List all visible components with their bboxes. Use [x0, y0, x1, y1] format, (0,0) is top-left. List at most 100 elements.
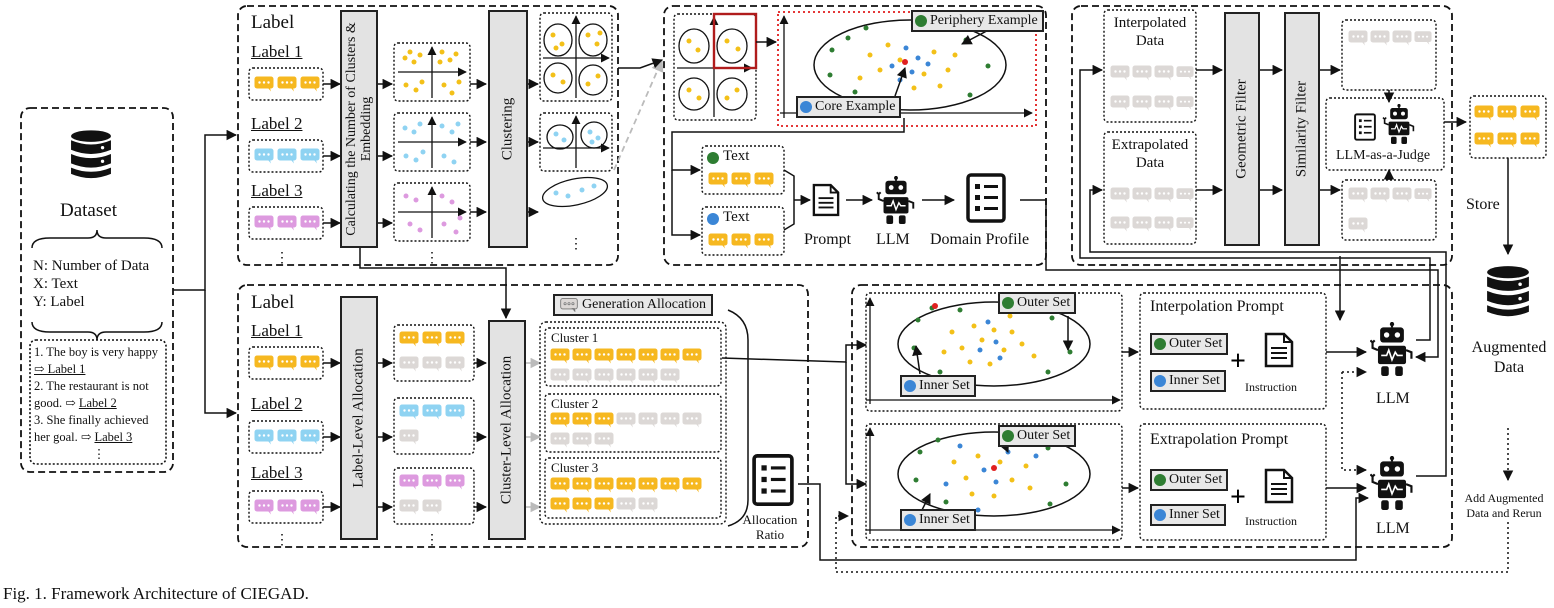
label-level-allocation-label: Label-Level Allocation — [350, 348, 367, 488]
checklist-icon — [752, 453, 794, 507]
green-dot-icon — [1154, 338, 1166, 350]
dataset-n-line: N: Number of Data — [33, 258, 150, 274]
core-example-tag: Core Example — [796, 96, 902, 118]
green-dot-icon — [1002, 297, 1014, 309]
extrapolation-ellipse — [897, 431, 1091, 517]
blue-dot-icon — [904, 514, 916, 526]
extrapolated-data-label: Extrapolated Data — [1111, 137, 1189, 171]
generation-allocation-label: Generation Allocation — [582, 297, 707, 312]
cluster-label-3: Label 3 — [251, 181, 303, 200]
dataset-brace-bottom — [31, 321, 163, 341]
blue-dot-icon — [904, 380, 916, 392]
database-icon — [71, 130, 111, 179]
geometric-filter-bar: Geometric Filter — [1224, 12, 1260, 246]
cluster-ellipse — [813, 19, 1007, 111]
text-green-label: Text — [723, 148, 750, 164]
dataset-y-line: Y: Label — [33, 294, 85, 310]
cluster-to-profile-dashed-arrow — [613, 58, 664, 171]
outer-set-label: Outer Set — [1017, 295, 1071, 310]
inner-set-label: Inner Set — [1169, 507, 1220, 522]
clustering-ellipsis: ⋮ — [275, 251, 289, 266]
periphery-example-tag: Periphery Example — [911, 10, 1044, 32]
label-level-allocation-bar: Label-Level Allocation — [340, 296, 378, 540]
green-dot-icon — [1154, 474, 1166, 486]
similarity-filter-label: Similarity Filter — [1293, 80, 1310, 178]
example-3-text: 3. She finally achieved — [34, 413, 149, 427]
extrap-inner-set-tag: Inner Set — [900, 509, 976, 531]
example-1-label: ⇨ Label 1 — [34, 362, 86, 376]
interp-prompt-outer-tag: Outer Set — [1150, 333, 1229, 355]
extrap-points — [913, 437, 1069, 513]
geometric-filter-label: Geometric Filter — [1233, 79, 1250, 179]
clustering-label: Clustering — [499, 97, 516, 161]
svg-text:⋮: ⋮ — [425, 533, 439, 548]
extrap-prompt-inner-tag: Inner Set — [1150, 504, 1226, 526]
similarity-filter-bar: Similarity Filter — [1284, 12, 1320, 246]
cluster-1-label: Cluster 1 — [551, 330, 599, 345]
calc-clusters-bar: Calculating the Number of Clusters & Emb… — [340, 10, 378, 248]
blue-dot-icon — [1154, 509, 1166, 521]
output-data-box — [1469, 95, 1547, 159]
generation-panel — [851, 284, 1453, 548]
dataset-x-line: X: Text — [33, 276, 78, 292]
blue-dot-icon — [1154, 375, 1166, 387]
dataset-examples: 1. The boy is very happy ⇨ Label 1 2. Th… — [34, 344, 164, 463]
alloc-label-2: Label 2 — [251, 394, 303, 413]
svg-text:⋮: ⋮ — [275, 533, 289, 548]
example-3-label: Label 3 — [94, 430, 133, 444]
dataset-title: Dataset — [60, 200, 117, 221]
text-box-blue — [701, 206, 785, 256]
interpolation-prompt-title: Interpolation Prompt — [1150, 298, 1284, 315]
allocation-heading: Label — [251, 292, 295, 313]
document-icon — [1264, 468, 1294, 504]
mini-cluster-grid — [673, 12, 758, 121]
alloc-label-1: Label 1 — [251, 321, 303, 340]
allocation-ratio-label: Allocation Ratio — [742, 512, 798, 542]
checklist-icon — [968, 175, 1004, 221]
profile-cluster-points — [827, 25, 991, 98]
dataset-to-bottom-arrow — [204, 290, 238, 419]
outer-set-label: Outer Set — [1169, 336, 1223, 351]
examples-box — [29, 339, 167, 465]
llm-label-interp: LLM — [1376, 390, 1410, 407]
extrap-instruction-label: Instruction — [1245, 514, 1297, 528]
green-dot-icon — [1002, 430, 1014, 442]
filter-panel — [1071, 5, 1453, 266]
interp-inner-set-tag: Inner Set — [900, 375, 976, 397]
example-3-cont: her goal. ⇨ — [34, 430, 95, 444]
llm-label-extrap: LLM — [1376, 520, 1410, 537]
robot-icon — [1370, 456, 1413, 510]
extrap-prompt-outer-tag: Outer Set — [1150, 469, 1229, 491]
cluster-3-label: Cluster 3 — [551, 460, 599, 475]
cluster-level-allocation-label: Cluster-Level Allocation — [498, 355, 515, 505]
llm-as-judge-label: LLM-as-a-Judge — [1336, 148, 1431, 163]
core-label: Core Example — [815, 99, 896, 114]
svg-text:⋮: ⋮ — [569, 237, 583, 252]
dataset-to-top-arrow — [173, 129, 238, 291]
robot-icon — [1382, 104, 1415, 144]
clustering-heading: Label — [251, 12, 295, 33]
interp-prompt-inner-tag: Inner Set — [1150, 370, 1226, 392]
inner-set-label: Inner Set — [919, 378, 970, 393]
periphery-label: Periphery Example — [930, 13, 1038, 28]
inner-set-label: Inner Set — [919, 512, 970, 527]
example-2-cont: good. ⇨ — [34, 396, 79, 410]
example-2-label: Label 2 — [78, 396, 117, 410]
llm-label-profile: LLM — [876, 231, 910, 248]
embedding-scatter-1 — [393, 42, 471, 102]
speech-bubble-icon — [254, 215, 320, 231]
inner-set-label: Inner Set — [1169, 373, 1220, 388]
cluster-label-1: Label 1 — [251, 42, 303, 61]
cluster-list-box — [539, 321, 727, 525]
profile-panel — [663, 5, 1047, 266]
speech-bubble-icon — [254, 76, 320, 92]
rerun-label: Add Augmented Data and Rerun — [1464, 491, 1544, 520]
alloc-label-3: Label 3 — [251, 463, 303, 482]
calc-clusters-label: Calculating the Number of Clusters & Emb… — [344, 22, 374, 236]
interpolated-data-label: Interpolated Data — [1113, 15, 1187, 49]
interpolation-ellipse — [897, 301, 1091, 387]
svg-text:+: + — [1230, 346, 1246, 377]
document-icon — [1264, 332, 1294, 368]
extrapolation-prompt-title: Extrapolation Prompt — [1150, 431, 1289, 448]
